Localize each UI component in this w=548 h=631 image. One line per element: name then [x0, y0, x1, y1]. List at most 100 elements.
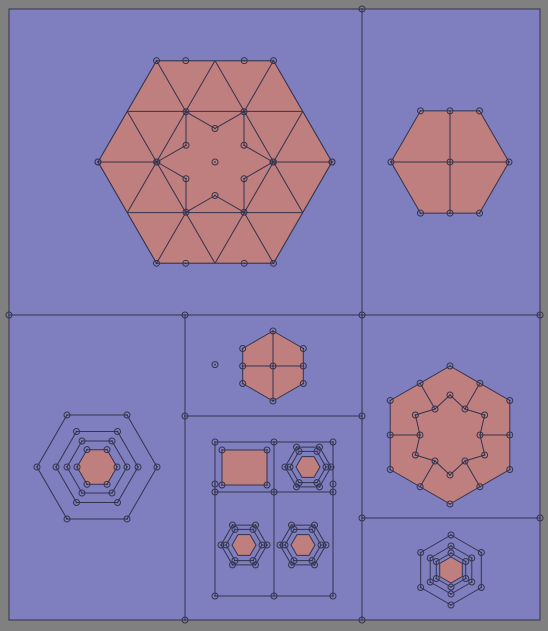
vertex-marker	[78, 489, 86, 497]
vertex-dot	[389, 468, 392, 471]
vertex-dot	[231, 564, 234, 566]
vertex-dot	[234, 528, 236, 531]
vertex-dot	[126, 414, 128, 416]
vertex-marker	[33, 463, 41, 471]
vertex-marker	[358, 616, 366, 624]
vertex-marker	[83, 446, 91, 454]
star-edge	[464, 460, 481, 487]
vertex-dot	[273, 491, 275, 493]
vertex-dot	[295, 486, 298, 488]
vertex-marker	[447, 601, 455, 609]
vertex-dot	[185, 177, 187, 180]
vertex-marker	[73, 427, 80, 435]
vertex-marker	[217, 541, 225, 549]
vertex-dot	[332, 595, 334, 597]
vertex-dot	[254, 524, 257, 526]
vertex-marker	[446, 158, 454, 166]
vertex-marker	[52, 463, 60, 471]
vertex-dot	[450, 604, 452, 606]
vertex-dot	[185, 211, 187, 214]
vertex-dot	[331, 161, 333, 163]
vertex-dot	[221, 449, 223, 451]
vertex-dot	[298, 450, 300, 453]
vertex-dot	[184, 262, 187, 265]
vertex-dot	[185, 144, 187, 147]
vertex-dot	[434, 460, 436, 462]
vertex-marker	[431, 405, 439, 413]
vertex-dot	[316, 450, 318, 453]
vertex-marker	[211, 158, 219, 166]
vertex-dot	[295, 446, 298, 448]
vertex-dot	[36, 466, 38, 468]
vertex-dot	[66, 414, 68, 416]
vertex-dot	[414, 414, 417, 416]
vertex-marker	[358, 5, 366, 13]
vertex-dot	[214, 194, 216, 197]
vertex-dot	[184, 415, 186, 417]
vertex-marker	[182, 57, 190, 65]
vertex-dot	[86, 483, 88, 486]
vertex-dot	[478, 110, 481, 112]
vertex-dot	[389, 399, 392, 402]
vertex-dot	[429, 581, 432, 583]
vertex-marker	[476, 107, 483, 115]
mini-hexagon	[290, 534, 316, 556]
vertex-dot	[241, 382, 244, 385]
vertex-marker	[153, 259, 160, 267]
vertex-dot	[313, 564, 316, 566]
vertex-dot	[126, 466, 128, 468]
vertex-dot	[419, 212, 422, 214]
vertex-dot	[184, 59, 187, 62]
vertex-marker	[240, 208, 248, 216]
vertex-dot	[361, 415, 363, 417]
vertex-marker	[417, 107, 424, 115]
vertex-dot	[316, 481, 318, 484]
vertex-dot	[214, 483, 216, 485]
vertex-dot	[185, 110, 187, 113]
vertex-dot	[449, 394, 451, 396]
star-edge	[464, 383, 481, 410]
vertex-marker	[290, 525, 298, 533]
vertex-dot	[76, 466, 78, 468]
vertex-dot	[478, 382, 481, 385]
vertex-marker	[269, 397, 277, 405]
vertex-marker	[240, 57, 248, 65]
vertex-marker	[211, 125, 219, 132]
vertex-marker	[447, 531, 455, 539]
vertex-marker	[447, 583, 455, 591]
vertex-marker	[328, 158, 336, 166]
vertex-dot	[449, 110, 451, 112]
vertex-dot	[266, 449, 268, 451]
vertex-dot	[8, 314, 10, 316]
vertex-dot	[483, 454, 486, 456]
vertex-dot	[241, 365, 244, 367]
vertex-dot	[243, 110, 245, 113]
vertex-dot	[116, 466, 118, 468]
vertex-marker	[299, 380, 307, 387]
vertex-dot	[97, 161, 99, 163]
vertex-dot	[243, 144, 245, 147]
vertex-marker	[222, 541, 230, 549]
vertex-dot	[106, 483, 108, 486]
vertex-dot	[293, 528, 295, 531]
vertex-marker	[431, 457, 439, 465]
vertex-dot	[155, 59, 158, 62]
vertex-dot	[313, 524, 316, 526]
vertex-dot	[243, 59, 246, 62]
vertex-dot	[449, 212, 451, 214]
vertex-marker	[416, 379, 424, 387]
vertex-dot	[243, 262, 246, 265]
vertex-dot	[435, 560, 438, 563]
vertex-dot	[272, 330, 274, 332]
vertex-marker	[299, 362, 307, 370]
vertex-marker	[476, 483, 484, 491]
vertex-dot	[449, 365, 451, 367]
vertex-dot	[272, 262, 275, 265]
vertex-marker	[114, 427, 121, 435]
vertex-marker	[446, 391, 454, 399]
vertex-dot	[478, 212, 481, 214]
vertex-marker	[446, 107, 454, 115]
vertex-dot	[390, 161, 392, 163]
vertex-marker	[78, 437, 86, 445]
